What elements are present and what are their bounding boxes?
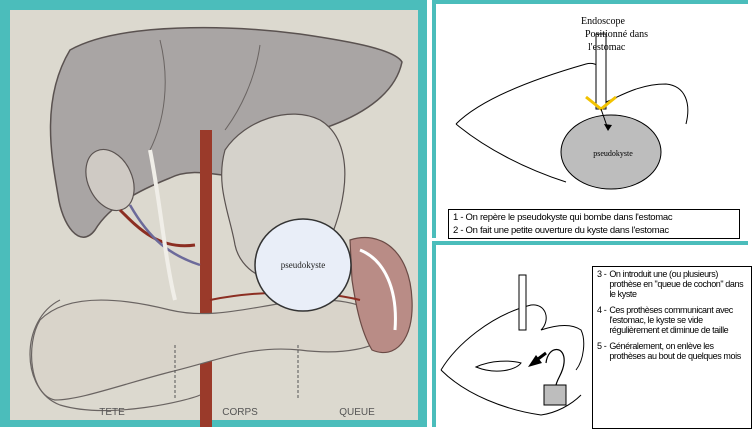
step-3-number: 3 -	[597, 269, 609, 299]
stomach-outline	[456, 63, 688, 124]
steps-1-2-panel: pseudokyste Endoscope Positionné dans l'…	[432, 0, 748, 238]
stomach-outline-2	[441, 305, 584, 370]
region-label-tail: QUEUE	[339, 407, 375, 418]
anatomy-panel: pseudokyste TETE CORPS QUEUE	[0, 0, 427, 427]
step-4-text: Ces prothèses communicant avec l'estomac…	[609, 305, 749, 335]
step-3-text: On introduit une (ou plusieurs) prothèse…	[609, 269, 749, 299]
anatomy-illustration: pseudokyste TETE CORPS QUEUE	[0, 0, 427, 427]
shrinking-cyst	[476, 361, 521, 371]
caption-step-1: 1 - On repère le pseudokyste qui bombe d…	[453, 211, 735, 224]
step-5: 5 - Généralement, on enlève les prothèse…	[597, 341, 749, 361]
endoscope-label-line1: Endoscope	[581, 16, 625, 27]
step-5-text: Généralement, on enlève les prothèses au…	[609, 341, 749, 361]
endoscope-label-line2: Positionné dans	[585, 29, 648, 40]
step-3: 3 - On introduit une (ou plusieurs) prot…	[597, 269, 749, 299]
pigtail-stent	[546, 350, 564, 386]
pylorus-block	[544, 385, 566, 405]
endoscope-label-line3: l'estomac	[588, 42, 626, 53]
steps-3-5-box: 3 - On introduit une (ou plusieurs) prot…	[592, 266, 752, 429]
aorta	[200, 130, 212, 427]
steps-3-5-panel: 3 - On introduit une (ou plusieurs) prot…	[432, 241, 748, 427]
step-4-number: 4 -	[597, 305, 609, 335]
region-label-body: CORPS	[222, 407, 258, 418]
pseudocyst-label: pseudokyste	[281, 260, 326, 270]
step-4: 4 - Ces prothèses communicant avec l'est…	[597, 305, 749, 335]
caption-step-2: 2 - On fait une petite ouverture du kyst…	[453, 224, 735, 237]
endoscope-diagram-1: pseudokyste Endoscope Positionné dans l'…	[436, 4, 748, 209]
steps-1-2-caption: 1 - On repère le pseudokyste qui bombe d…	[448, 209, 740, 239]
region-label-head: TETE	[99, 407, 125, 418]
pseudocyst-label-top: pseudokyste	[593, 149, 633, 158]
endoscope-tube-2	[519, 275, 526, 330]
endoscope-diagram-2	[436, 245, 596, 427]
step-5-number: 5 -	[597, 341, 609, 361]
